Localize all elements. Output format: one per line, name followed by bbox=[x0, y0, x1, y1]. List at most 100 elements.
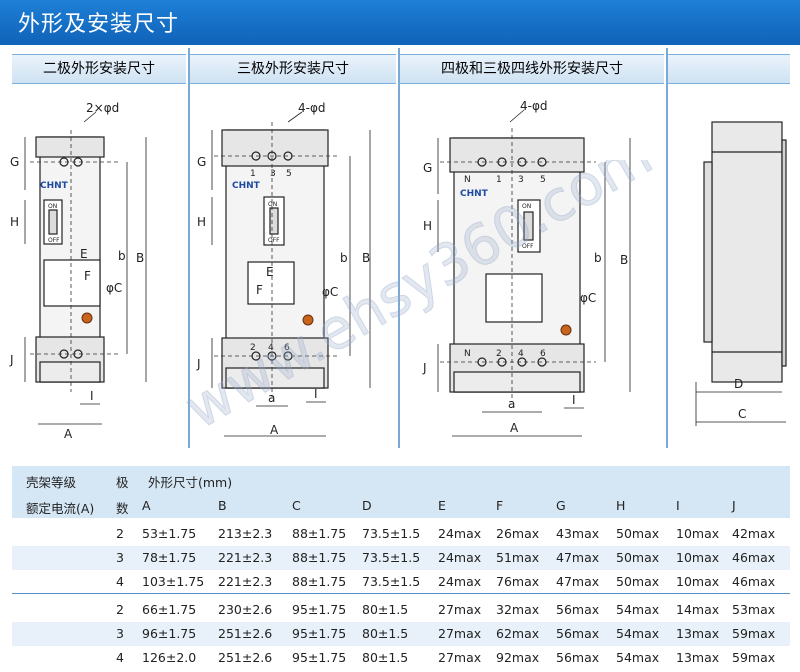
frame-size-header: 壳架等级 bbox=[26, 475, 77, 490]
dimension-cell: 24max bbox=[438, 526, 482, 541]
dimension-cell: 54max bbox=[616, 602, 660, 617]
dimension-cell: 26max bbox=[496, 526, 540, 541]
dim-b: b bbox=[118, 249, 126, 263]
dim-d: D bbox=[734, 377, 743, 391]
dimension-cell: 95±1.75 bbox=[292, 626, 347, 641]
terminal-label: 6 bbox=[540, 349, 546, 359]
page-header: 外形及安装尺寸 bbox=[0, 0, 800, 45]
terminal-label: 3 bbox=[518, 175, 524, 185]
dim-g: G bbox=[197, 155, 206, 169]
col-g-header: G bbox=[556, 498, 566, 513]
dim-h: H bbox=[10, 215, 19, 229]
dim-a: A bbox=[64, 427, 73, 441]
terminal-label: 2 bbox=[250, 343, 256, 353]
hole-label: 4-φd bbox=[520, 99, 548, 113]
column-heading-side bbox=[668, 54, 790, 84]
dim-e: E bbox=[266, 265, 274, 279]
dim-i: I bbox=[90, 389, 94, 403]
page-title: 外形及安装尺寸 bbox=[18, 12, 180, 37]
dim-h: H bbox=[423, 219, 432, 233]
dimension-cell: 53±1.75 bbox=[142, 526, 197, 541]
dim-i: I bbox=[572, 393, 576, 407]
dimension-cell: 78±1.75 bbox=[142, 550, 197, 565]
col-j-header: J bbox=[732, 498, 736, 513]
col-f-header: F bbox=[496, 498, 504, 513]
off-label: OFF bbox=[268, 237, 280, 244]
dimension-cell: 50max bbox=[616, 550, 660, 565]
dimension-cell: 73.5±1.5 bbox=[362, 574, 421, 589]
dim-small-a: a bbox=[268, 391, 275, 405]
off-label: OFF bbox=[48, 237, 60, 244]
terminal-label: 4 bbox=[268, 343, 274, 353]
dim-b: b bbox=[340, 251, 348, 265]
column-heading-3-pole: 三极外形安装尺寸 bbox=[190, 54, 396, 84]
on-label: ON bbox=[268, 201, 277, 208]
dimension-cell: 27max bbox=[438, 602, 482, 617]
dimension-cell: 73.5±1.5 bbox=[362, 526, 421, 541]
dimension-cell: 95±1.75 bbox=[292, 602, 347, 617]
dimension-cell: 251±2.6 bbox=[218, 626, 273, 641]
dimension-cell: 43max bbox=[556, 526, 600, 541]
dim-h: H bbox=[197, 215, 206, 229]
dimension-table: 壳架等级 额定电流(A) 极 数 外形尺寸(mm) A B C D E F G … bbox=[12, 466, 790, 670]
dimension-cell: 80±1.5 bbox=[362, 650, 409, 665]
dimension-cell: 230±2.6 bbox=[218, 602, 273, 617]
terminal-label: N bbox=[464, 175, 471, 185]
dimension-cell: 54max bbox=[616, 626, 660, 641]
poles-cell: 4 bbox=[116, 574, 124, 589]
brand-logo: CHNT bbox=[40, 181, 69, 191]
dimension-cell: 80±1.5 bbox=[362, 626, 409, 641]
dimension-cell: 76max bbox=[496, 574, 540, 589]
dim-f: F bbox=[84, 269, 91, 283]
dimension-cell: 88±1.75 bbox=[292, 574, 347, 589]
dimension-cell: 88±1.75 bbox=[292, 526, 347, 541]
col-e-header: E bbox=[438, 498, 446, 513]
four-pole-drawing: 4-φd CHNT ON OFF N 1 3 5 N 2 4 6 G H J b… bbox=[422, 99, 631, 437]
dimension-cell: 80±1.5 bbox=[362, 602, 409, 617]
dimension-cell: 27max bbox=[438, 626, 482, 641]
poles-cell: 3 bbox=[116, 626, 124, 641]
dimension-cell: 56max bbox=[556, 626, 600, 641]
terminal-label: 5 bbox=[540, 175, 546, 185]
dimension-cell: 213±2.3 bbox=[218, 526, 273, 541]
brand-logo: CHNT bbox=[460, 189, 489, 199]
dimension-cell: 32max bbox=[496, 602, 540, 617]
dim-j: J bbox=[9, 353, 14, 367]
poles-header: 数 bbox=[116, 501, 129, 516]
dimension-cell: 96±1.75 bbox=[142, 626, 197, 641]
col-d-header: D bbox=[362, 498, 372, 513]
dim-phic: φC bbox=[322, 285, 338, 299]
dimension-cell: 103±1.75 bbox=[142, 574, 205, 589]
col-b-header: B bbox=[218, 498, 227, 513]
dim-big-b: B bbox=[620, 253, 628, 267]
dimension-cell: 56max bbox=[556, 602, 600, 617]
dimension-cell: 66±1.75 bbox=[142, 602, 197, 617]
dim-big-b: B bbox=[362, 251, 370, 265]
off-label: OFF bbox=[522, 243, 534, 250]
dimension-cell: 13max bbox=[676, 626, 720, 641]
dimension-cell: 10max bbox=[676, 574, 720, 589]
dim-f: F bbox=[256, 283, 263, 297]
dimension-cell: 62max bbox=[496, 626, 540, 641]
side-view-drawing: D C bbox=[695, 121, 787, 426]
dimension-cell: 221±2.3 bbox=[218, 550, 273, 565]
dimension-cell: 95±1.75 bbox=[292, 650, 347, 665]
dim-i: I bbox=[314, 387, 318, 401]
dimension-cell: 92max bbox=[496, 650, 540, 665]
column-divider bbox=[188, 48, 190, 448]
dimension-cell: 14max bbox=[676, 602, 720, 617]
poles-cell: 2 bbox=[116, 602, 124, 617]
dim-small-a: a bbox=[508, 397, 515, 411]
dim-c: C bbox=[738, 407, 746, 421]
dimension-cell: 88±1.75 bbox=[292, 550, 347, 565]
poles-cell: 2 bbox=[116, 526, 124, 541]
column-divider bbox=[398, 48, 400, 448]
dimension-cell: 47max bbox=[556, 574, 600, 589]
dimension-cell: 53max bbox=[732, 602, 776, 617]
dimension-cell: 50max bbox=[616, 526, 660, 541]
terminal-label: 3 bbox=[270, 169, 276, 179]
column-heading-4-pole: 四极和三极四线外形安装尺寸 bbox=[400, 54, 664, 84]
dim-e: E bbox=[80, 247, 88, 261]
poles-cell: 3 bbox=[116, 550, 124, 565]
dim-j: J bbox=[196, 357, 201, 371]
